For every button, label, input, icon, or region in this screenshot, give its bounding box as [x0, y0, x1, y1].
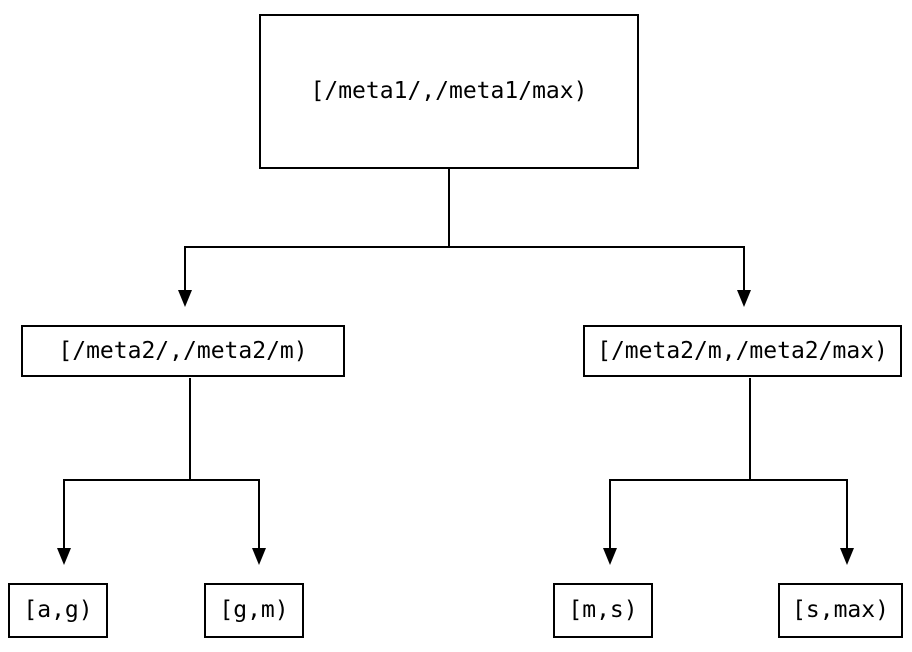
arrowhead-down-icon — [252, 548, 266, 565]
edge-left-to-leaves — [57, 378, 266, 565]
edge-root-to-level2 — [178, 169, 751, 307]
node-leaf-ag: [a,g) — [8, 583, 108, 638]
edge-right-bracket — [609, 479, 848, 548]
edge-left-bracket — [63, 479, 260, 548]
node-leaf-smax: [s,max) — [778, 583, 903, 638]
node-leaf-ms: [m,s) — [553, 583, 653, 638]
arrowhead-down-icon — [57, 548, 71, 565]
node-meta2-left: [/meta2/,/meta2/m) — [21, 325, 345, 377]
edge-right-to-leaves — [603, 378, 854, 565]
arrowhead-down-icon — [178, 290, 192, 307]
arrowhead-down-icon — [603, 548, 617, 565]
node-leaf-gm: [g,m) — [204, 583, 304, 638]
node-root: [/meta1/,/meta1/max) — [259, 14, 639, 169]
edge-root-bracket — [184, 246, 745, 290]
arrowhead-down-icon — [840, 548, 854, 565]
arrowhead-down-icon — [737, 290, 751, 307]
node-meta2-right: [/meta2/m,/meta2/max) — [583, 325, 902, 377]
